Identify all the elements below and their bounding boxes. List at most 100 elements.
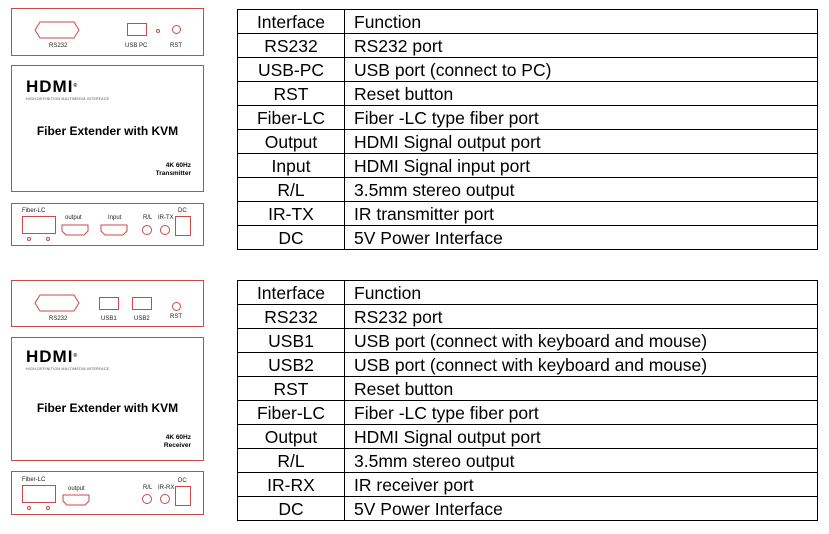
rx-device-type: Receiver (163, 442, 191, 449)
rx-function-cell: 3.5mm stereo output (344, 448, 818, 473)
tx-interface-cell: R/L (237, 177, 345, 202)
tx-output-label: output (65, 215, 82, 221)
tx-device-type: Transmitter (155, 170, 191, 177)
tx-interface-cell: IR-TX (237, 201, 345, 226)
rx-rst-label: RST (170, 314, 182, 320)
rx-usb1-port-icon (99, 297, 119, 310)
rx-top-panel: RS232 USB1 USB2 RST (11, 280, 204, 327)
rx-fiber-dot-left-icon (27, 506, 31, 510)
tx-small-dot-icon (156, 29, 160, 33)
rx-ir-label: IR-RX (158, 485, 175, 491)
tx-hdmi-logo: HDMI® (26, 77, 79, 96)
rx-ir-jack-icon (160, 494, 170, 504)
tx-rst-button-icon (172, 25, 181, 34)
tx-input-label: Input (108, 215, 122, 221)
rx-hdmi-logo: HDMI® (26, 347, 79, 366)
tx-function-cell: 5V Power Interface (344, 225, 818, 250)
tx-hdmi-output-port-icon (61, 224, 89, 236)
rx-output-label: output (68, 486, 85, 492)
tx-interface-cell: Output (237, 129, 345, 154)
rx-interface-cell: DC (237, 496, 345, 521)
rx-fiber-lc-port-icon (22, 485, 56, 503)
rx-interface-cell: USB1 (237, 328, 345, 353)
rx-function-cell: USB port (connect with keyboard and mous… (344, 352, 818, 377)
rx-rs232-label: RS232 (49, 316, 68, 322)
rx-dc-port-icon (175, 486, 191, 506)
rx-function-cell: IR receiver port (344, 472, 818, 497)
rx-function-cell: 5V Power Interface (344, 496, 818, 521)
rx-interface-cell: Fiber-LC (237, 400, 345, 425)
rx-rear-panel: Fiber-LC output R/L IR-RX DC (11, 471, 204, 515)
rx-hdmi-output-port-icon (62, 494, 90, 506)
rx-product-title: Fiber Extender with KVM (36, 401, 179, 415)
tx-header-interface: Interface (237, 9, 345, 34)
rx-resolution-line1: 4K 60Hz (165, 434, 191, 441)
rx-function-cell: HDMI Signal output port (344, 424, 818, 449)
rx-interface-cell: USB2 (237, 352, 345, 377)
tx-top-panel: RS232 USB PC RST (11, 8, 204, 56)
rx-header-interface: Interface (237, 280, 345, 305)
tx-resolution-label: 4K 60Hz Transmitter (156, 162, 191, 178)
tx-interface-cell: RST (237, 81, 345, 106)
rx-interface-cell: RS232 (237, 304, 345, 329)
tx-resolution-line1: 4K 60Hz (165, 162, 191, 169)
tx-fiber-dot-right-icon (46, 237, 50, 241)
tx-function-cell: RS232 port (344, 33, 818, 58)
tx-rst-label: RST (170, 43, 182, 49)
rx-fiber-dot-right-icon (46, 506, 50, 510)
tx-rear-panel: Fiber-LC output Input R/L IR-TX DC (11, 203, 204, 246)
rx-front-panel: HDMI® HIGH-DEFINITION MULTIMEDIA INTERFA… (11, 337, 204, 461)
tx-header-function: Function (344, 9, 818, 34)
rx-function-cell: RS232 port (344, 304, 818, 329)
rx-usb2-label: USB2 (134, 316, 150, 322)
rx-rl-jack-icon (142, 494, 152, 504)
rx-rs232-port-icon (34, 294, 80, 312)
tx-hdmi-logo-subtext: HIGH-DEFINITION MULTIMEDIA INTERFACE (26, 97, 110, 101)
tx-rl-label: R/L (143, 215, 153, 221)
tx-function-cell: 3.5mm stereo output (344, 177, 818, 202)
tx-usb-pc-port-icon (127, 23, 147, 36)
tx-fiber-dot-left-icon (27, 237, 31, 241)
rx-function-cell: Reset button (344, 376, 818, 401)
tx-function-cell: IR transmitter port (344, 201, 818, 226)
rx-usb2-port-icon (132, 297, 152, 310)
tx-ir-label: IR-TX (158, 215, 174, 221)
rx-resolution-label: 4K 60Hz Receiver (164, 434, 191, 450)
rx-usb1-label: USB1 (101, 316, 117, 322)
tx-product-title: Fiber Extender with KVM (36, 124, 179, 138)
tx-front-panel: HDMI® HIGH-DEFINITION MULTIMEDIA INTERFA… (11, 65, 204, 192)
tx-rl-jack-icon (142, 225, 152, 235)
tx-rs232-port-icon (34, 21, 80, 39)
tx-interface-cell: RS232 (237, 33, 345, 58)
tx-function-cell: Reset button (344, 81, 818, 106)
rx-hdmi-logo-subtext: HIGH-DEFINITION MULTIMEDIA INTERFACE (26, 367, 110, 371)
tx-usb-pc-label: USB PC (125, 43, 148, 49)
tx-function-cell: USB port (connect to PC) (344, 57, 818, 82)
rx-function-cell: USB port (connect with keyboard and mous… (344, 328, 818, 353)
tx-dc-port-icon (175, 216, 191, 236)
rx-interface-cell: IR-RX (237, 472, 345, 497)
rx-interface-cell: Output (237, 424, 345, 449)
tx-function-cell: Fiber -LC type fiber port (344, 105, 818, 130)
tx-interface-cell: Input (237, 153, 345, 178)
